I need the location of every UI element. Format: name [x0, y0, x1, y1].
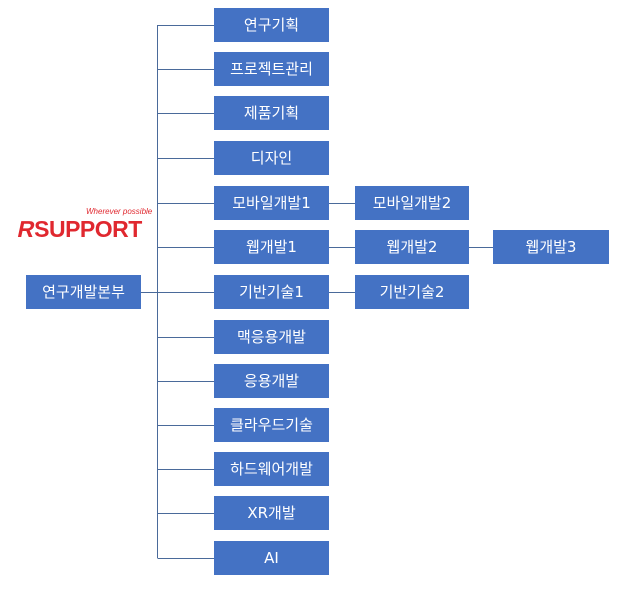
- node-web-dev-2: 웹개발2: [355, 230, 469, 264]
- node-hardware-dev: 하드웨어개발: [214, 452, 329, 486]
- node-core-tech-2: 기반기술2: [355, 275, 469, 309]
- node-design: 디자인: [214, 141, 329, 175]
- node-product-planning: 제품기획: [214, 96, 329, 130]
- node-mobile-dev-2: 모바일개발2: [355, 186, 469, 220]
- rsupport-logo: Wherever possible RSUPPORT: [15, 207, 152, 243]
- node-mac-app-dev: 맥응용개발: [214, 320, 329, 354]
- node-project-management: 프로젝트관리: [214, 52, 329, 86]
- node-research-planning: 연구기획: [214, 8, 329, 42]
- node-mobile-dev-1: 모바일개발1: [214, 186, 329, 220]
- logo-tagline: Wherever possible: [86, 207, 153, 216]
- node-xr-dev: XR개발: [214, 496, 329, 530]
- node-web-dev-1: 웹개발1: [214, 230, 329, 264]
- node-cloud-tech: 클라우드기술: [214, 408, 329, 442]
- node-core-tech-1: 기반기술1: [214, 275, 329, 309]
- node-app-dev: 응용개발: [214, 364, 329, 398]
- logo-wordmark: RSUPPORT: [15, 216, 142, 242]
- root-node-rnd-division: 연구개발본부: [26, 275, 141, 309]
- node-web-dev-3: 웹개발3: [493, 230, 609, 264]
- node-ai: AI: [214, 541, 329, 575]
